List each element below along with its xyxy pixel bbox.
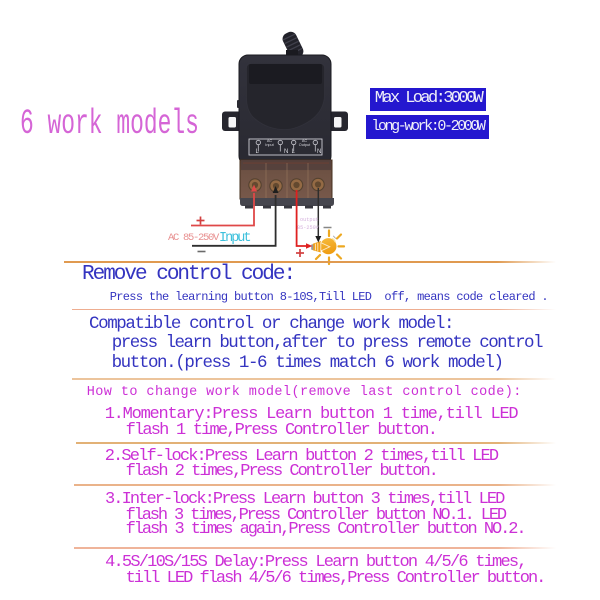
svg-text:85-250V: 85-250V [297, 225, 320, 231]
svg-text:AC: AC [267, 139, 273, 143]
svg-text:Input: Input [219, 231, 250, 246]
svg-text:output: output [300, 217, 319, 223]
svg-text:N: N [284, 149, 288, 155]
svg-text:L: L [292, 149, 296, 155]
svg-text:N: N [317, 149, 321, 155]
svg-text:AC 85-250V: AC 85-250V [168, 232, 220, 244]
svg-text:Input: Input [265, 143, 274, 147]
svg-text:L: L [256, 149, 260, 155]
svg-text:AC: AC [302, 139, 308, 143]
svg-text:Output: Output [299, 143, 311, 147]
